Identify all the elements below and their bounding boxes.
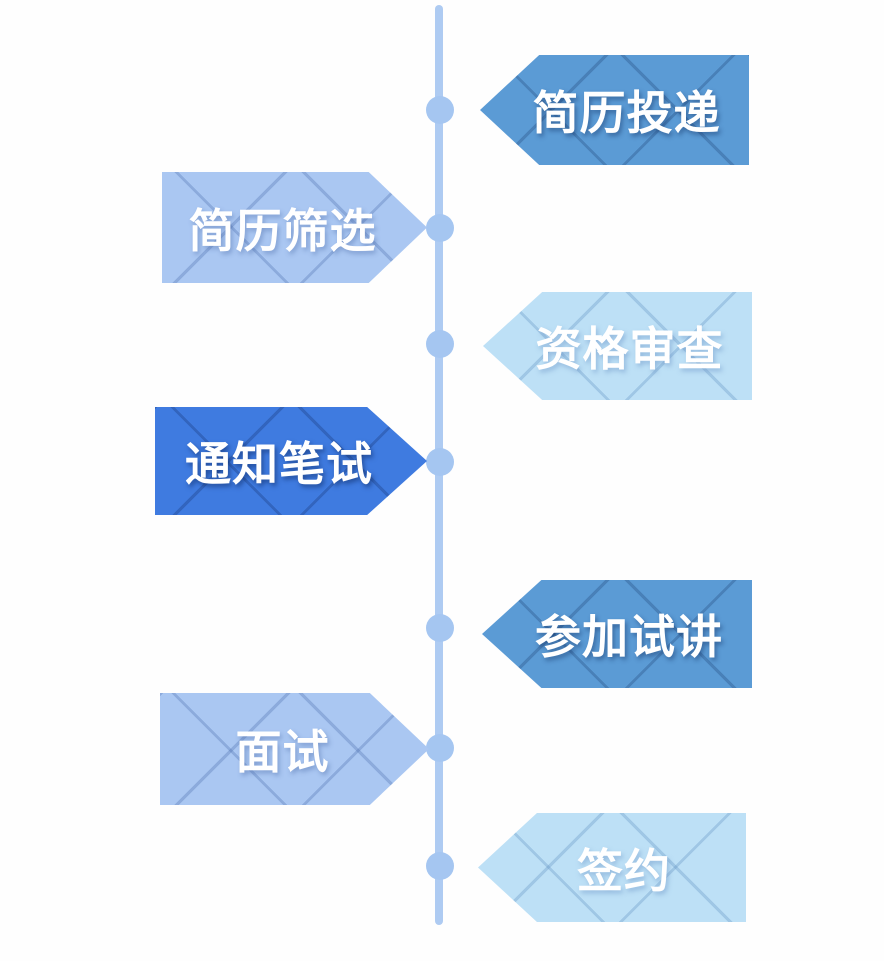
timeline-node [426,614,454,642]
step-interview: 面试 [160,693,429,805]
step-label: 参加试讲 [535,611,723,663]
step-label: 资格审查 [535,323,724,375]
step-signing: 签约 [478,813,746,922]
step-label: 签约 [577,844,671,897]
timeline-node [426,448,454,476]
timeline-node [426,214,454,242]
step-qualification-review: 资格审查 [483,292,752,400]
step-label: 面试 [235,726,330,778]
timeline-node [426,852,454,880]
step-trial-lecture: 参加试讲 [482,580,752,688]
timeline-node [426,96,454,124]
timeline-node [426,734,454,762]
step-written-test-notice: 通知笔试 [155,407,427,515]
step-label: 简历投递 [532,87,721,139]
step-label: 通知笔试 [185,438,373,490]
step-resume-screening: 简历筛选 [162,172,427,283]
timeline-node [426,330,454,358]
step-label: 简历筛选 [188,204,377,257]
step-resume-submission: 简历投递 [480,55,749,165]
